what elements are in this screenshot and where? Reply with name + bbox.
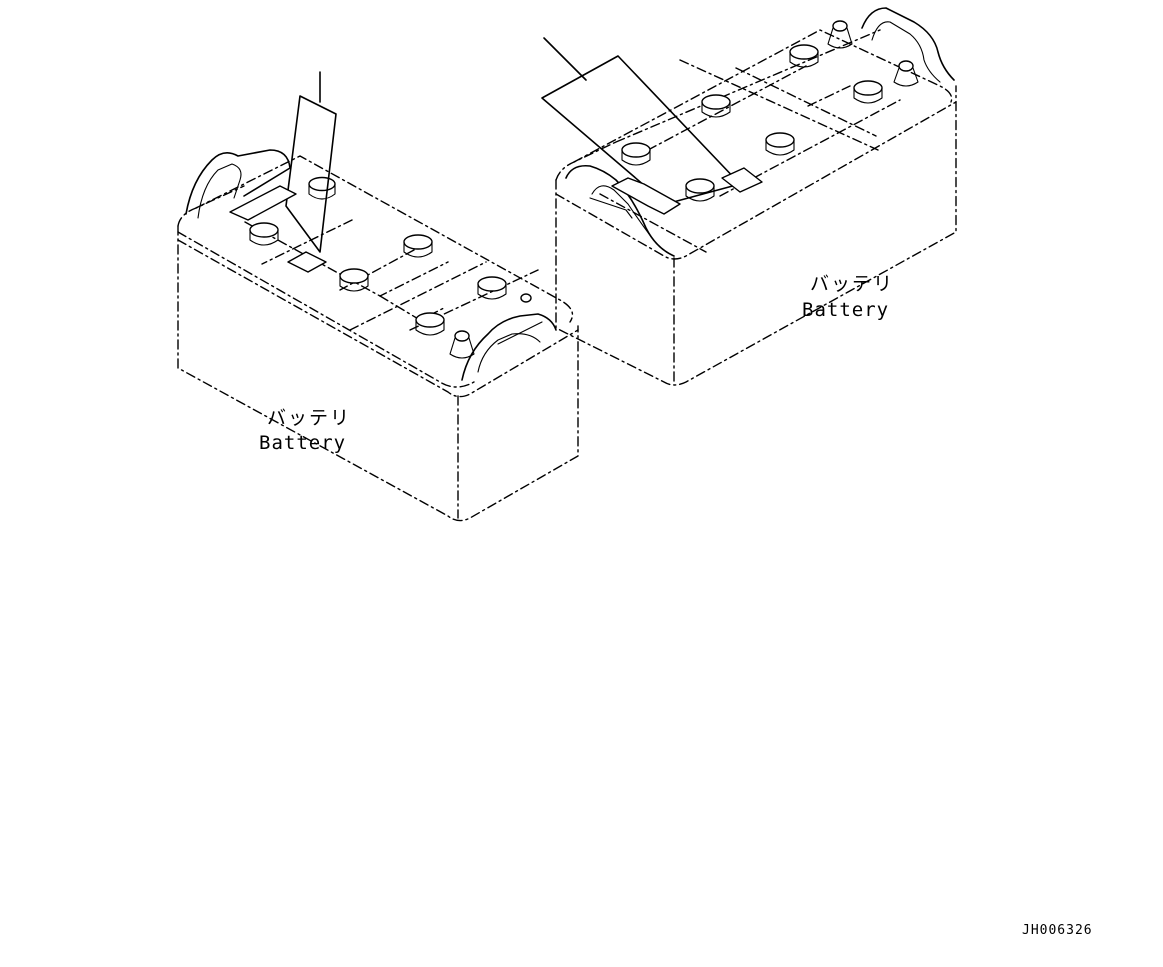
battery-label-jp: バッテリ — [810, 273, 894, 295]
drawing-code: JH006326 — [1022, 923, 1093, 938]
vent-caps-right — [621, 44, 883, 202]
battery-label-jp: バッテリ — [267, 407, 351, 429]
battery-right: バッテリ Battery — [541, 7, 957, 386]
battery-label-en: Battery — [802, 299, 889, 321]
label-callout-right — [541, 37, 763, 215]
label-callout-left — [229, 71, 337, 273]
terminal-right — [827, 20, 919, 87]
battery-label-en: Battery — [259, 432, 346, 454]
vent-caps-left — [249, 176, 507, 336]
terminal-left — [449, 293, 532, 359]
battery-left: バッテリ Battery — [177, 71, 579, 522]
